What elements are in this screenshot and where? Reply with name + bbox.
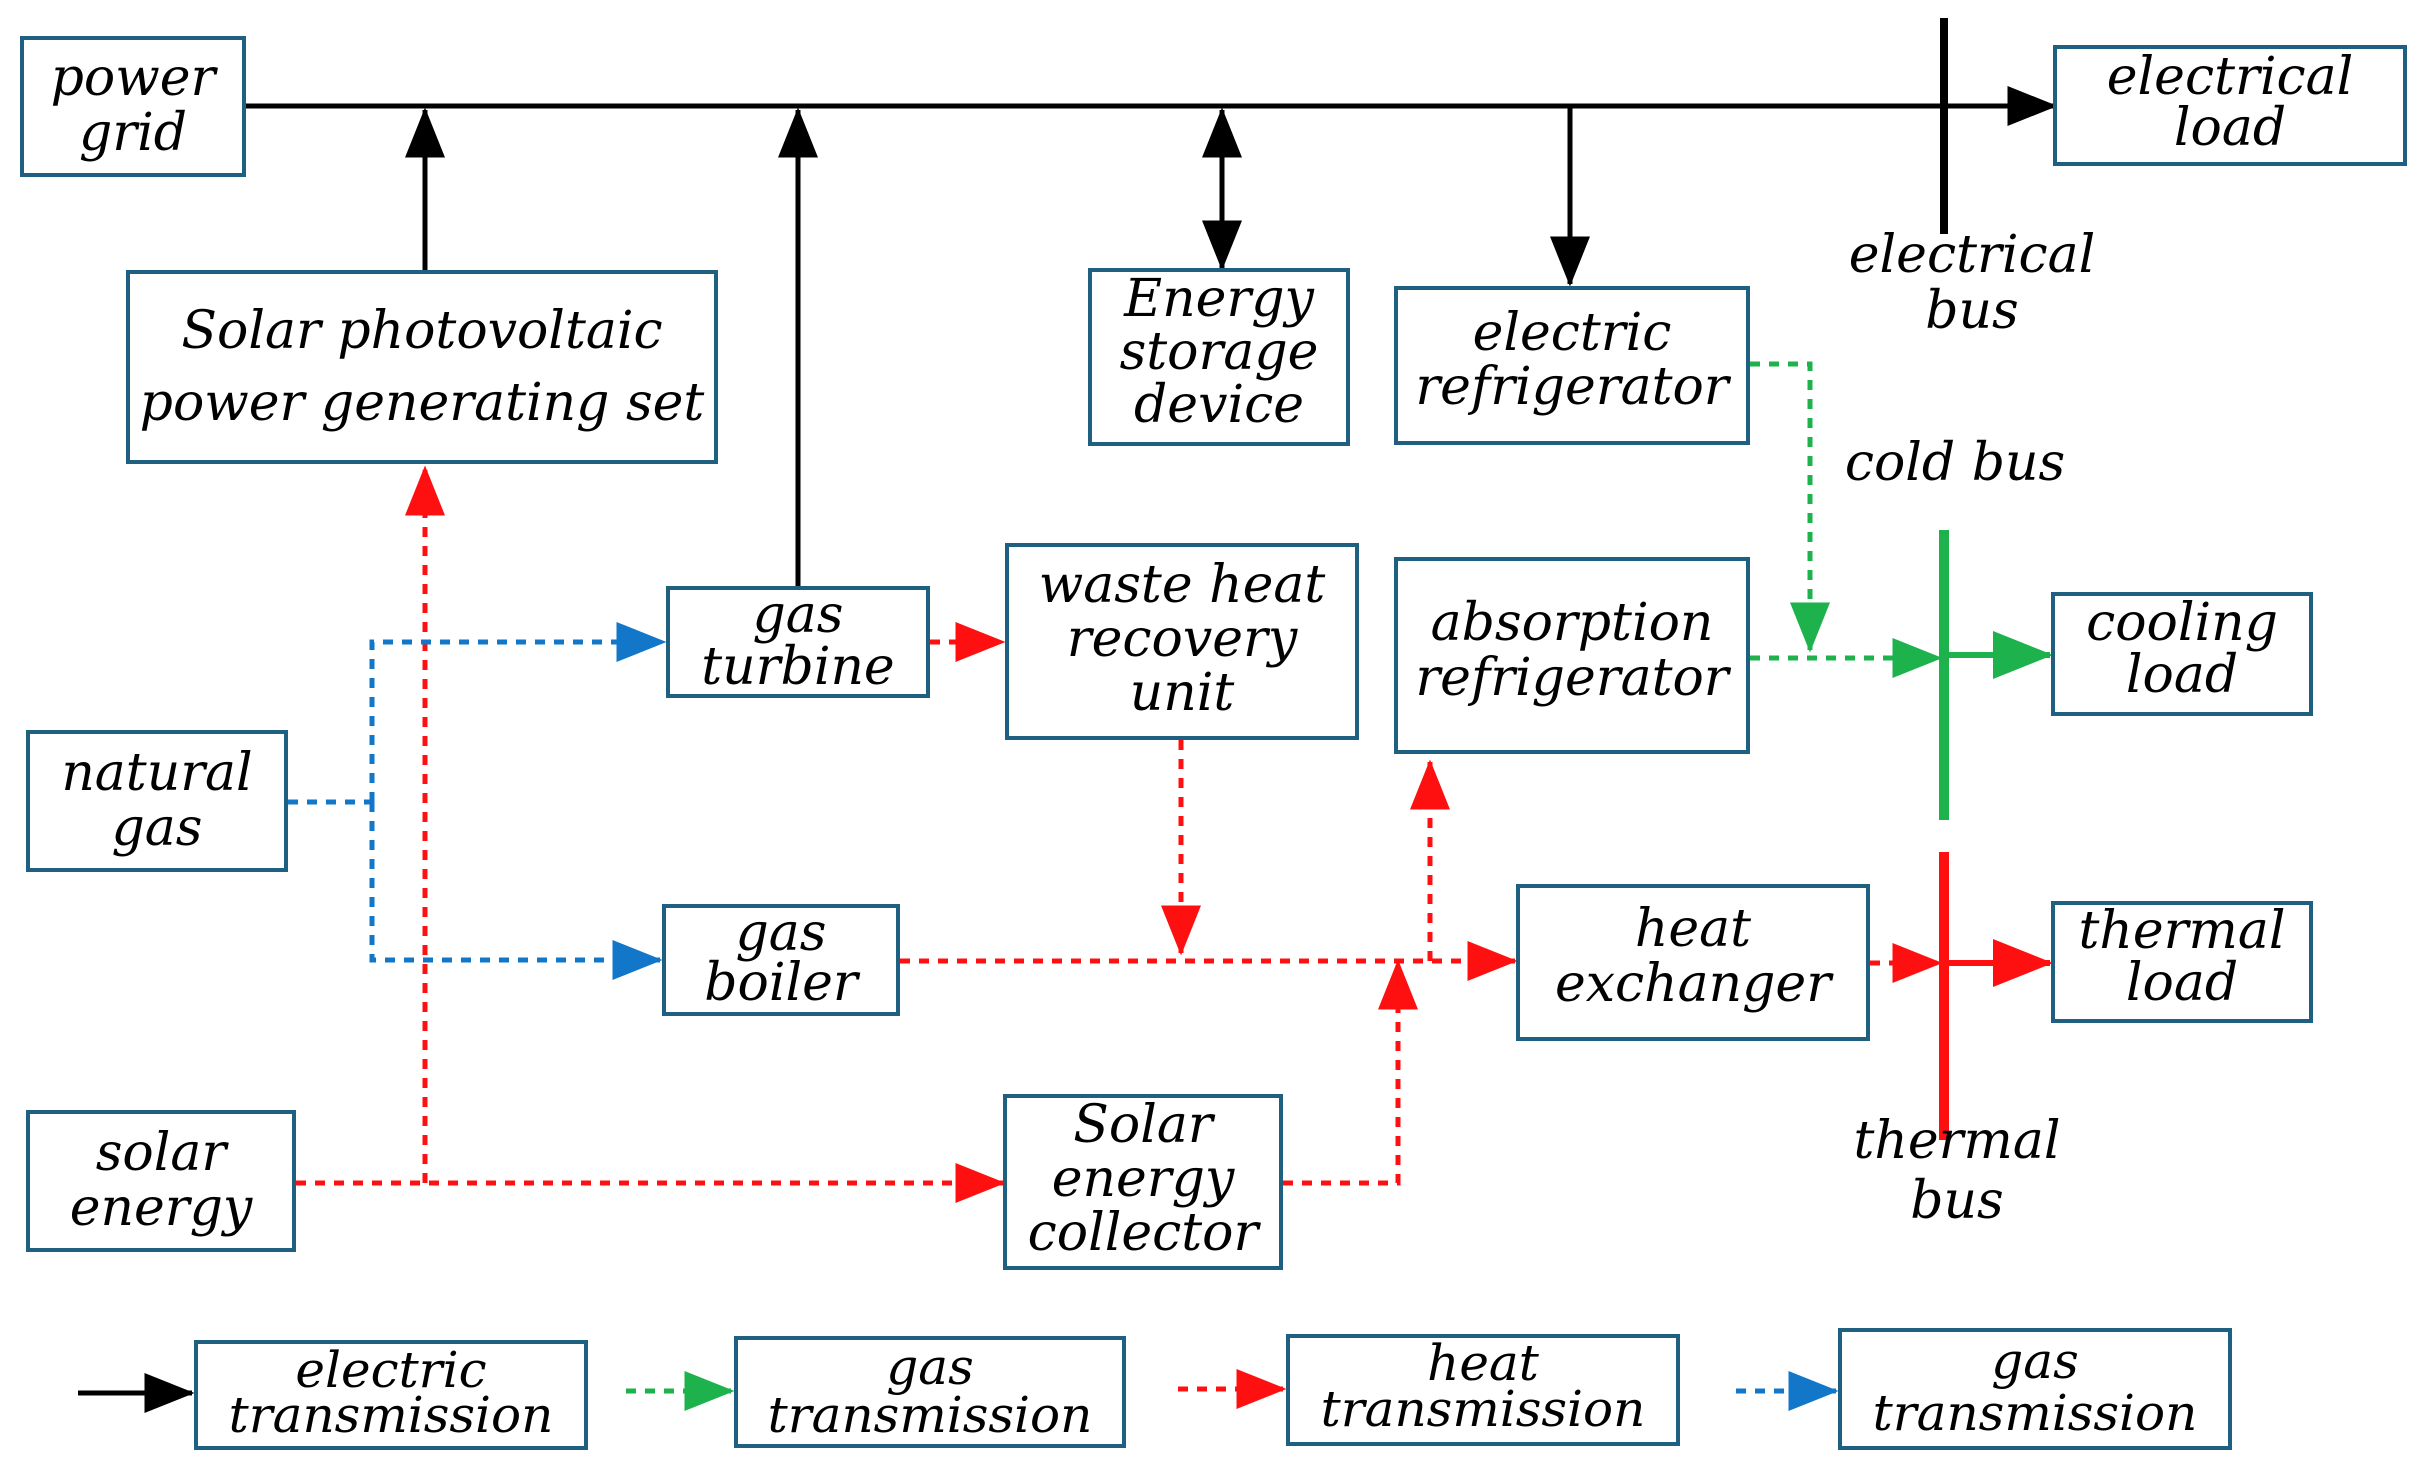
electrical-bus-label-line-1: electrical xyxy=(1849,225,2095,285)
solar-collector-label-line-3: collector xyxy=(1028,1203,1262,1263)
absorption-refrigerator-label-line-2: refrigerator xyxy=(1415,648,1731,708)
solar-pv-box: Solar photovoltaic power generating set xyxy=(126,270,718,464)
electrical-load-label-line-1: electrical xyxy=(2107,47,2353,107)
cold-connections xyxy=(1750,361,2053,679)
cooling-load-label-line-1: cooling xyxy=(2086,593,2278,653)
energy-storage-label-line-3: device xyxy=(1134,375,1304,435)
gas-turbine-label-line-1: gas xyxy=(753,585,844,645)
gas-boiler-label-line-2: boiler xyxy=(704,953,861,1013)
absorption-refrigerator-label-line-1: absorption xyxy=(1431,593,1714,653)
thermal-bus-label-line-2: bus xyxy=(1910,1171,2003,1231)
power-grid-label-line-1: power xyxy=(51,48,219,108)
legend-red-line-2: transmission xyxy=(1321,1380,1646,1438)
solar-pv-label-line-2: power generating set xyxy=(140,373,705,433)
thermal-load-label-line-1: thermal xyxy=(2079,901,2286,961)
legend-blue-line-2: transmission xyxy=(1873,1384,2198,1442)
legend-blue-line-1: gas xyxy=(1991,1332,2078,1390)
heat-exchanger-label-line-1: heat xyxy=(1635,899,1751,959)
gas-boiler-label-line-1: gas xyxy=(736,903,827,963)
electrical-load-label-line-2: load xyxy=(2174,98,2286,158)
solar-energy-label-line-2: energy xyxy=(70,1178,253,1238)
gas-turbine-label-line-2: turbine xyxy=(701,637,894,697)
electric-refrigerator-label-line-2: refrigerator xyxy=(1415,357,1731,417)
solar-pv-label-line-1: Solar photovoltaic xyxy=(181,301,662,361)
natural-gas-label-line-1: natural xyxy=(61,743,252,803)
legend-red-line-1: heat xyxy=(1427,1334,1540,1392)
legend-green-line-1: gas xyxy=(886,1338,973,1396)
gas-connections xyxy=(288,622,667,980)
thermal-load-label-line-2: load xyxy=(2126,953,2238,1013)
thermal-bus-label-line-1: thermal xyxy=(1854,1111,2061,1171)
natural-gas-label-line-2: gas xyxy=(112,798,203,858)
legend-electric-line-1: electric xyxy=(295,1341,486,1399)
energy-storage-label-line-1: Energy xyxy=(1123,269,1314,329)
electric-refrigerator-label-line-1: electric xyxy=(1473,303,1672,363)
waste-heat-label-line-1: waste heat xyxy=(1039,555,1326,615)
cold-bus-label: cold bus xyxy=(1845,433,2065,493)
electric-connections xyxy=(245,86,2058,588)
electric-refrigerator-to-cold-bus xyxy=(1750,361,1830,653)
gas-to-turbine-arrow xyxy=(369,622,667,802)
electrical-bus-label-line-2: bus xyxy=(1925,281,2018,341)
solar-collector-label-line-1: Solar xyxy=(1073,1095,1216,1155)
heat-exchanger-label-line-2: exchanger xyxy=(1555,954,1834,1014)
solar-energy-label-line-1: solar xyxy=(96,1123,230,1183)
cold-bus-label-line-1: cold bus xyxy=(1845,433,2065,493)
heat-connections xyxy=(296,465,2053,1203)
power-grid-label-line-2: grid xyxy=(79,103,187,163)
cooling-load-label-line-2: load xyxy=(2126,645,2238,705)
collector-to-heat-line-arrow xyxy=(1283,959,1418,1186)
legend-electric-line-2: transmission xyxy=(229,1386,554,1444)
legend-green-line-2: transmission xyxy=(768,1386,1093,1444)
solar-collector-label-line-2: energy xyxy=(1052,1149,1235,1209)
gas-to-boiler-arrow xyxy=(369,802,663,980)
energy-storage-label-line-2: storage xyxy=(1120,322,1319,382)
waste-heat-label-line-2: recovery xyxy=(1067,609,1298,669)
waste-heat-label-line-3: unit xyxy=(1130,663,1235,723)
